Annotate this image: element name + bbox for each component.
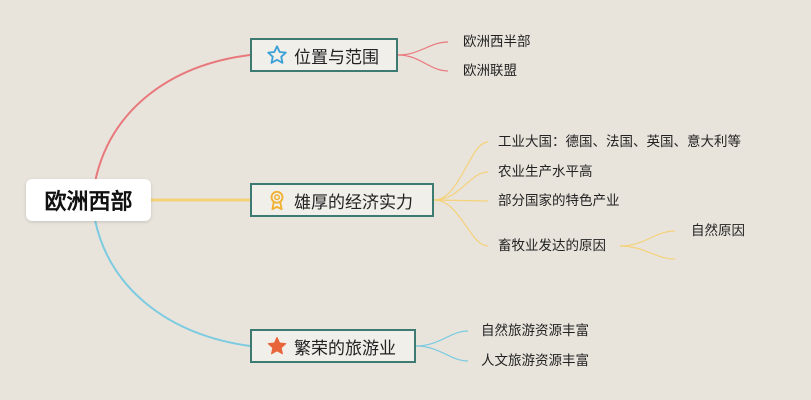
leaf-node[interactable]: 农业生产水平高 xyxy=(498,164,593,180)
branch-node-economy[interactable]: 雄厚的经济实力 xyxy=(250,183,434,217)
leaf-node[interactable]: 畜牧业发达的原因 xyxy=(498,238,606,254)
link-b2-leaf-1 xyxy=(433,141,489,201)
link-b2-leaf-4 xyxy=(433,199,489,247)
branch-label: 繁荣的旅游业 xyxy=(294,338,396,359)
link-root-branch-1 xyxy=(94,54,251,183)
leaf-node[interactable]: 人文旅游资源丰富 xyxy=(481,353,589,369)
leaf-node[interactable]: 自然旅游资源丰富 xyxy=(481,323,589,339)
award-ribbon-icon xyxy=(266,189,288,211)
leaf-node[interactable]: 工业大国：德国、法国、英国、意大利等 xyxy=(498,134,741,150)
leaf-node[interactable]: 欧洲联盟 xyxy=(463,63,517,79)
link-b3-leaf-1 xyxy=(415,330,469,347)
star-outline-icon xyxy=(266,44,288,66)
branch-node-location[interactable]: 位置与范围 xyxy=(250,38,398,72)
link-b2-grandchild-stub xyxy=(619,245,676,260)
link-b1-leaf-2 xyxy=(397,54,449,72)
root-node[interactable]: 欧洲西部 xyxy=(26,179,151,221)
leaf-node[interactable]: 部分国家的特色产业 xyxy=(498,193,620,209)
branch-label: 位置与范围 xyxy=(294,47,379,68)
root-label: 欧洲西部 xyxy=(44,190,133,215)
link-b2-leaf-3 xyxy=(433,199,489,202)
star-filled-icon xyxy=(266,335,288,357)
link-b1-leaf-1 xyxy=(397,41,449,56)
link-b2-grandchild-1 xyxy=(619,230,676,247)
grandchild-node[interactable]: 自然原因 xyxy=(691,223,745,239)
link-b3-leaf-2 xyxy=(415,345,469,362)
branch-label: 雄厚的经济实力 xyxy=(294,192,413,213)
link-root-branch-3 xyxy=(94,219,251,347)
link-b2-leaf-2 xyxy=(433,171,489,201)
branch-node-tourism[interactable]: 繁荣的旅游业 xyxy=(250,329,416,363)
leaf-node[interactable]: 欧洲西半部 xyxy=(463,34,531,50)
